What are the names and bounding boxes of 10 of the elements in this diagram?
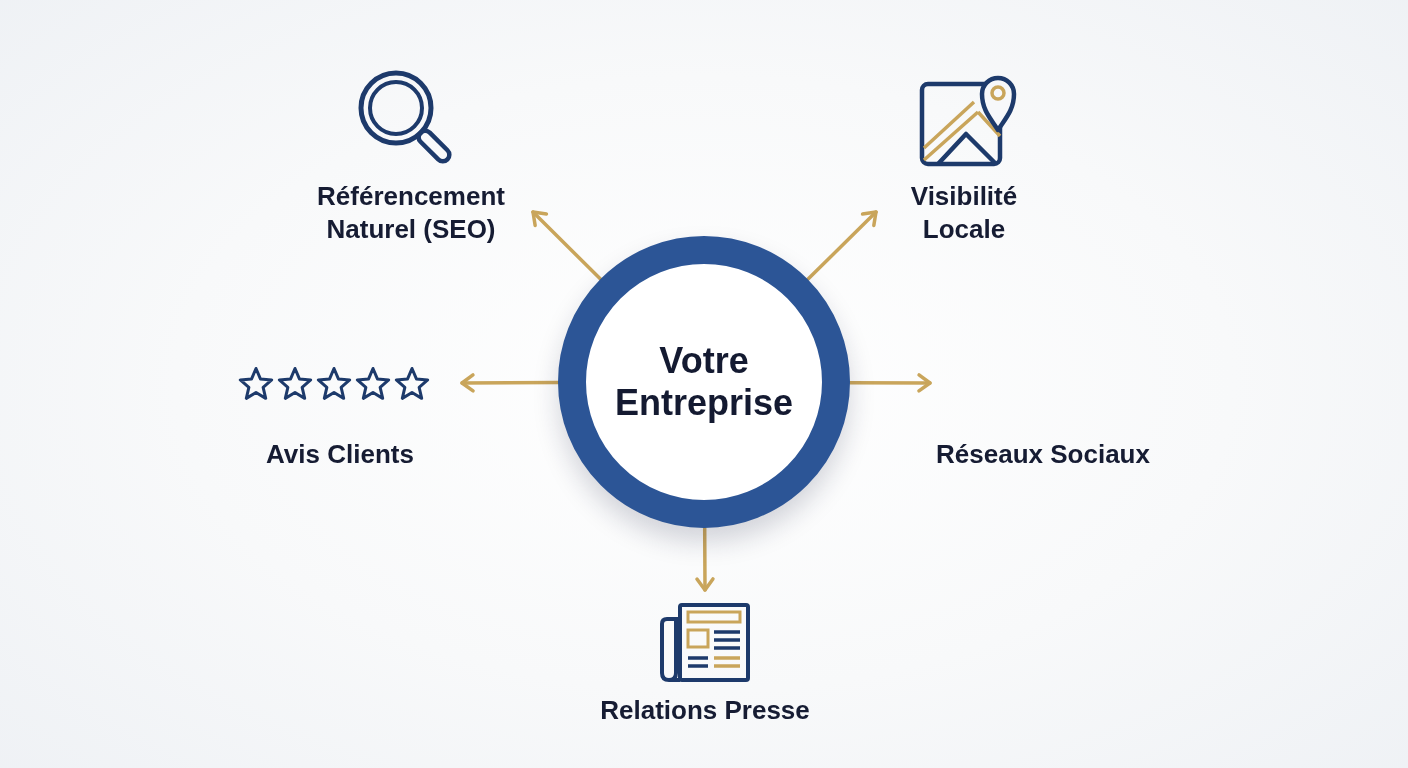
node-label: Référencement Naturel (SEO) (316, 180, 506, 246)
arrow (531, 210, 603, 281)
node-label: Avis Clients (265, 438, 415, 471)
arrow (460, 373, 560, 393)
arrow (806, 210, 878, 282)
node-label: Visibilité Locale (909, 180, 1019, 246)
node-label: Relations Presse (599, 694, 811, 727)
node-label: Réseaux Sociaux (935, 438, 1151, 471)
arrow (695, 526, 715, 592)
node-label: Votre Entreprise (613, 340, 795, 424)
